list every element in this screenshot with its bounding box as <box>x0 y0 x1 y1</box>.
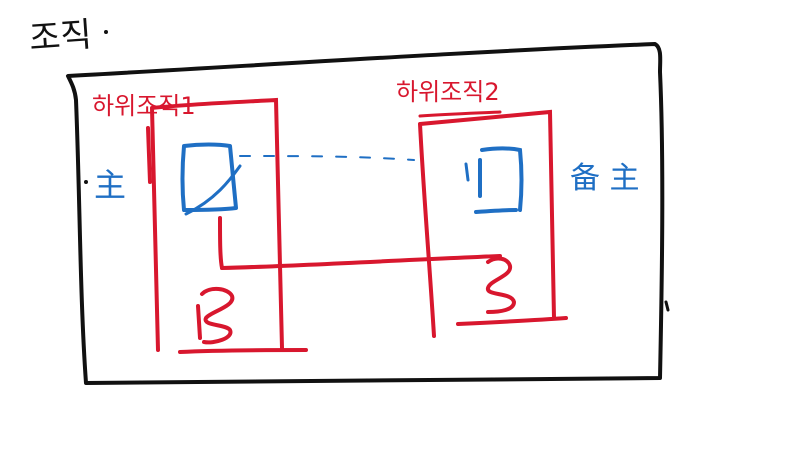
standby-node-2 <box>474 146 524 214</box>
standby-primary-note: 备 主 <box>570 161 640 196</box>
subsystem-2-box <box>418 109 556 338</box>
subsystem-1-edge-tick <box>146 126 152 184</box>
standby-node-2-left-stroke <box>464 162 470 182</box>
primary-note: 主 <box>94 166 126 204</box>
shared-resource-connector-1 <box>218 216 224 270</box>
subsystem-2-base <box>456 316 568 326</box>
subsystem-2-top-line <box>418 110 502 118</box>
storage-glyph-2 <box>486 256 517 314</box>
diagram-title: 조직 <box>28 15 93 59</box>
subsystem-1-label: 하위조직1 <box>92 92 196 120</box>
title-dot <box>104 30 108 34</box>
primary-node-1 <box>180 142 238 212</box>
primary-node-1-failure-mark <box>184 164 242 216</box>
frame-right-tick <box>664 300 670 312</box>
outer-system-frame <box>66 42 665 385</box>
subsystem-1-base <box>178 348 308 354</box>
storage-glyph-1 <box>196 287 235 345</box>
replication-link <box>239 155 415 161</box>
shared-resource-link <box>220 254 502 270</box>
left-tick-dot <box>84 180 88 184</box>
subsystem-1-box <box>150 97 284 352</box>
subsystem-2-label: 하위조직2 <box>396 78 500 106</box>
